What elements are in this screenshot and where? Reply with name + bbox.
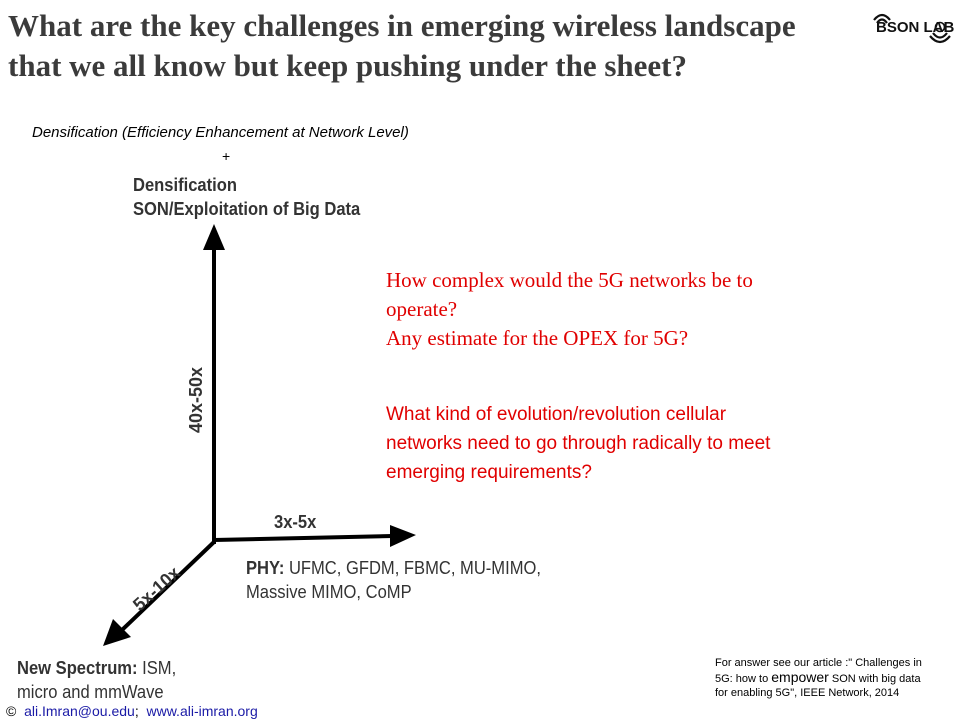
article-line-1: For answer see our article :" Challenges…: [715, 657, 922, 669]
horizontal-axis: [213, 534, 393, 542]
opex-questions: How complex would the 5G networks be to …: [386, 266, 846, 353]
question-1-line-2: operate?: [386, 297, 458, 321]
spectrum-label: New Spectrum: ISM, micro and mmWave: [17, 656, 176, 704]
plus-sign: +: [222, 148, 231, 164]
footer: © ali.Imran@ou.edu; www.ali-imran.org: [6, 703, 258, 719]
article-line-2-a: 5G: how to: [715, 673, 772, 685]
vertical-factor-label: 40x-50x: [186, 366, 206, 433]
question-2: Any estimate for the OPEX for 5G?: [386, 326, 689, 350]
slide-title: What are the key challenges in emerging …: [8, 6, 848, 86]
question-3-line-3: emerging requirements?: [386, 462, 592, 483]
article-line-2-b: SON with big data: [828, 673, 921, 685]
phy-prefix: PHY:: [246, 558, 285, 578]
question-1-line-1: How complex would the 5G networks be to: [386, 268, 753, 292]
top-label-line-2: SON/Exploitation of Big Data: [133, 199, 361, 219]
article-line-2: 5G: how to empower SON with big data: [715, 670, 960, 686]
spectrum-line-2: micro and mmWave: [17, 682, 164, 702]
phy-line-2: Massive MIMO, CoMP: [246, 582, 412, 602]
footer-separator: ;: [134, 703, 139, 719]
question-3-line-1: What kind of evolution/revolution cellul…: [386, 404, 727, 425]
evolution-question: What kind of evolution/revolution cellul…: [386, 400, 866, 487]
horizontal-arrowhead: [390, 525, 416, 547]
article-reference: For answer see our article :" Challenges…: [715, 656, 960, 700]
logo-text: BSON LAB: [876, 19, 955, 36]
article-line-2-emphasis: empower: [771, 669, 829, 685]
top-axis-label: Densification SON/Exploitation of Big Da…: [133, 173, 360, 221]
article-line-3: for enabling 5G", IEEE Network, 2014: [715, 687, 900, 699]
question-3-line-2: networks need to go through radically to…: [386, 433, 771, 454]
densification-subtitle: Densification (Efficiency Enhancement at…: [32, 124, 409, 141]
website-link[interactable]: www.ali-imran.org: [146, 703, 258, 719]
spectrum-line-1: ISM,: [137, 658, 177, 678]
title-line-2: that we all know but keep pushing under …: [8, 48, 687, 83]
phy-label: PHY: UFMC, GFDM, FBMC, MU-MIMO, Massive …: [246, 556, 541, 604]
horizontal-factor-label: 3x-5x: [274, 512, 317, 532]
bson-lab-logo: BSON LAB: [868, 6, 958, 50]
diagonal-arrowhead: [103, 619, 131, 646]
diagonal-axis: [120, 540, 216, 632]
phy-line-1: UFMC, GFDM, FBMC, MU-MIMO,: [284, 558, 541, 578]
email-link[interactable]: ali.Imran@ou.edu: [24, 703, 135, 719]
vertical-arrowhead: [203, 224, 225, 250]
copyright-symbol: ©: [6, 703, 17, 719]
spectrum-prefix: New Spectrum:: [17, 658, 138, 678]
wifi-icon: [873, 13, 951, 44]
top-label-line-1: Densification: [133, 175, 237, 195]
title-line-1: What are the key challenges in emerging …: [8, 8, 796, 43]
